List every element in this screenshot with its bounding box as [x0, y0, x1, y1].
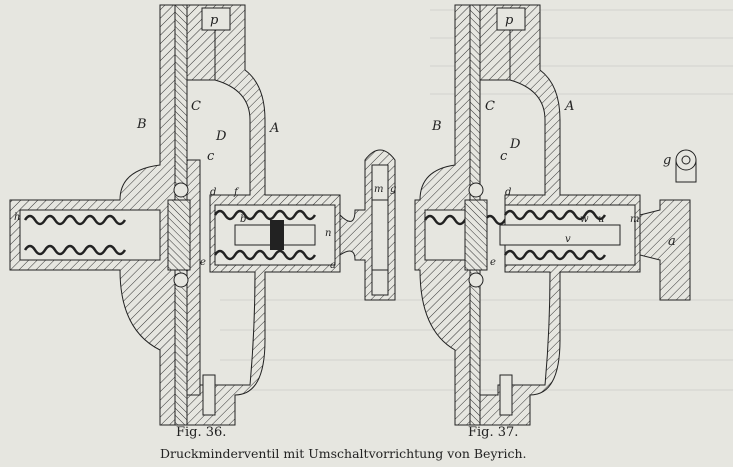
label-e: e [200, 257, 206, 268]
label-d: d [210, 187, 216, 198]
label-m: m [630, 214, 639, 225]
label-C: C [191, 99, 201, 114]
label-f: f [233, 187, 240, 198]
label-g: g [390, 184, 396, 195]
label-c: c [500, 149, 508, 164]
label-C: C [485, 99, 495, 114]
label-n: n [325, 228, 331, 239]
label-a: a [330, 260, 336, 271]
figure-36-caption: Fig. 36. [176, 425, 227, 440]
label-v: v [565, 234, 571, 245]
label-c: c [207, 149, 215, 164]
label-b: b [240, 214, 246, 225]
label-p: p [505, 13, 514, 28]
label-e: e [490, 257, 496, 268]
figure-37-drawing: p C B D A c d v w u m e g a [414, 4, 697, 426]
figure-title: Druckminderventil mit Umschaltvorrichtun… [160, 446, 527, 461]
figure-37-caption: Fig. 37. [468, 425, 519, 440]
label-u: u [598, 214, 604, 225]
label-p: p [210, 13, 219, 28]
label-A: A [564, 99, 574, 114]
label-B: B [431, 119, 442, 134]
label-w: w [580, 214, 589, 225]
label-m: m [374, 184, 383, 195]
figure-36-drawing: p C B D A c d f b e a n m g h [9, 4, 396, 426]
label-d: d [505, 187, 511, 198]
label-A: A [269, 121, 279, 136]
label-B: B [136, 117, 147, 132]
label-g: g [663, 153, 671, 168]
label-h: h [14, 212, 20, 223]
label-D: D [509, 137, 521, 152]
label-a: a [668, 234, 676, 249]
label-D: D [215, 129, 227, 144]
